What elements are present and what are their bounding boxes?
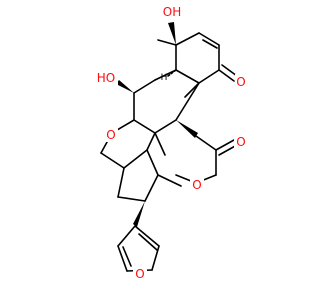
bond-methyl	[154, 132, 166, 156]
bond	[117, 245, 128, 272]
bond	[198, 69, 220, 84]
bond-methyl	[157, 174, 182, 187]
bond-stereo-h	[167, 69, 177, 77]
molecule-diagram: OH HO O O O O O H	[94, 4, 248, 281]
bond	[133, 79, 156, 94]
ketone-oxygen-label: O	[235, 74, 247, 90]
bond	[146, 132, 156, 151]
ketone-o: O	[236, 75, 245, 89]
svg-text:OH: OH	[163, 5, 181, 19]
wedge-bond	[176, 120, 198, 138]
top-hydroxyl-label: OH	[160, 4, 184, 20]
furan-oxygen-label: O	[133, 265, 147, 281]
hydroxyl-h: H	[97, 71, 106, 85]
bond	[154, 119, 177, 134]
bond	[134, 225, 160, 247]
bond	[133, 119, 156, 134]
bond-ketone	[221, 64, 238, 77]
bond	[123, 149, 148, 169]
bond	[117, 225, 136, 247]
bond	[175, 82, 200, 121]
bond-ketone	[218, 69, 235, 82]
bond	[175, 69, 200, 84]
stereo-h: H	[161, 73, 168, 83]
ester-carbonyl-o: O	[236, 135, 245, 149]
ring-ether-oxygen-label: O	[104, 126, 118, 142]
left-hydroxyl-label: HO	[94, 70, 118, 86]
wedge-bond	[168, 22, 176, 45]
bond	[151, 245, 160, 271]
bond	[195, 135, 217, 151]
hydroxyl-o: O	[106, 71, 115, 85]
wedge-bond	[116, 80, 134, 93]
bond-double	[122, 246, 132, 267]
bond	[117, 167, 125, 198]
wedge-bond	[133, 201, 145, 227]
bond	[175, 32, 200, 46]
bond	[144, 174, 159, 202]
bond-double	[138, 233, 158, 251]
bond	[198, 32, 220, 46]
bond-double	[202, 39, 218, 49]
bond	[117, 196, 146, 202]
svg-text:HO: HO	[97, 71, 115, 85]
ester-ether-oxygen-label: O	[190, 176, 204, 192]
ring-o: O	[106, 128, 115, 142]
hydroxyl-o: O	[163, 5, 172, 19]
hydroxyl-h: H	[172, 5, 181, 19]
bond	[146, 149, 159, 176]
stereo-h-label: H	[161, 73, 168, 83]
ester-ether-o: O	[192, 178, 201, 192]
ester-carbonyl-oxygen-label: O	[234, 133, 248, 149]
bond-methyl	[157, 39, 177, 46]
furan-o: O	[135, 267, 144, 281]
bond-carbonyl	[215, 139, 235, 151]
bond	[100, 152, 125, 169]
